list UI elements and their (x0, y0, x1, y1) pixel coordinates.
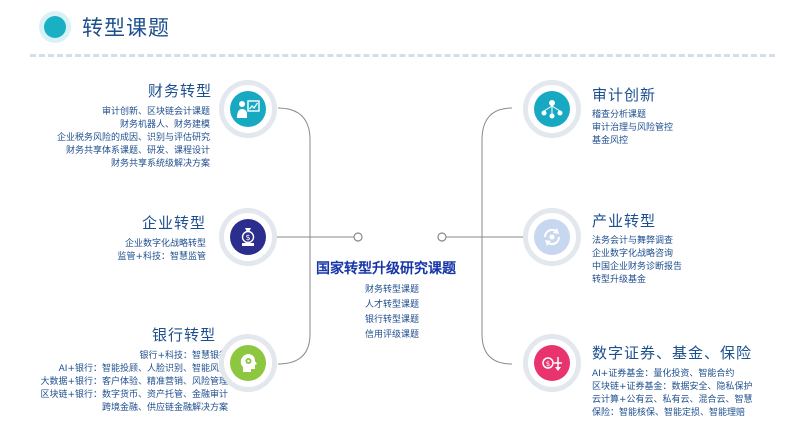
topic-line: 审计创新、区块链会计课题 (101, 107, 210, 117)
center-topic: 财务转型课题 (365, 285, 420, 295)
topic-line: 基金风控 (592, 136, 629, 146)
center-title: 国家转型升级研究课题 (316, 261, 456, 277)
topic-line: 转型升级基金 (592, 275, 647, 285)
money-bag-icon: $ (230, 219, 266, 255)
connector-node-left (353, 232, 363, 242)
topic-line: 财务共享体系课题、研发、课程设计 (65, 146, 210, 156)
bank-transformation-list: 银行+科技：智慧银行 AI+银行：智能投顾、人脸识别、智能风控 大数据+银行：客… (40, 350, 228, 415)
people-network-icon (534, 91, 570, 127)
topic-line: 财务机器人、财务建模 (119, 120, 210, 130)
cycle-arrows-icon (534, 219, 570, 255)
coin-scale-icon: $ (534, 345, 570, 381)
svg-text:$: $ (546, 360, 550, 368)
presenter-chart-icon (230, 91, 266, 127)
topic-line: 财务共享系统级解决方案 (110, 159, 210, 169)
topic-line: 企业税务风险的成因、识别与评估研究 (56, 133, 210, 143)
securities-fund-insurance-badge: $ (523, 334, 581, 392)
center-topic: 人才转型课题 (365, 300, 420, 310)
topic-line: 稽查分析课题 (592, 110, 647, 120)
finance-transformation-heading: 财务转型 (147, 82, 212, 100)
topic-line: 跨境金融、供应链金融解决方案 (101, 403, 228, 413)
enterprise-transformation-heading: 企业转型 (141, 214, 206, 232)
topic-line: 大数据+银行：客户体验、精准营销、风险管理 (40, 377, 228, 387)
svg-text:$: $ (245, 233, 250, 242)
bank-transformation-badge (219, 334, 277, 392)
center-topic: 信用评级课题 (365, 330, 420, 340)
audit-innovation-list: 稽查分析课题 审计治理与风险管控 基金风控 (592, 109, 673, 148)
topic-line: 银行+科技：智慧银行 (139, 351, 228, 361)
bank-transformation-heading: 银行转型 (151, 326, 216, 344)
topic-line: 中国企业财务诊断报告 (592, 262, 683, 272)
connector-right (481, 107, 513, 365)
audit-innovation-badge (523, 80, 581, 138)
connector-node-right (437, 232, 447, 242)
finance-transformation-badge (219, 80, 277, 138)
topic-line: 云计算+公有云、私有云、混合云、智慧 (592, 395, 753, 405)
head-gear-icon (230, 345, 266, 381)
industry-transformation-badge (523, 208, 581, 266)
topic-line: 区块链+证券基金：数据安全、隐私保护 (592, 382, 753, 392)
industry-transformation-list: 法务会计与舞弊调查 企业数字化战略咨询 中国企业财务诊断报告 转型升级基金 (592, 235, 682, 287)
enterprise-transformation-list: 企业数字化战略转型 监管+科技：智慧监管 (117, 238, 206, 264)
industry-transformation-heading: 产业转型 (592, 212, 657, 230)
topic-line: 企业数字化战略咨询 (592, 249, 674, 259)
audit-innovation-heading: 审计创新 (592, 86, 657, 104)
topic-line: 监管+科技：智慧监管 (117, 252, 206, 262)
title-divider (30, 54, 775, 57)
topic-line: 法务会计与舞弊调查 (592, 236, 674, 246)
topic-line: 区块链+银行：数字货币、资产托管、金融审计 (40, 390, 228, 400)
center-topic-list: 财务转型课题 人才转型课题 银行转型课题 信用评级课题 (365, 283, 419, 343)
topic-line: 企业数字化战略转型 (124, 239, 206, 249)
topic-line: AI+银行：智能投顾、人脸识别、智能风控 (58, 364, 228, 374)
title-bullet-dot (44, 16, 66, 38)
topic-line: 审计治理与风险管控 (592, 123, 674, 133)
finance-transformation-list: 审计创新、区块链会计课题 财务机器人、财务建模 企业税务风险的成因、识别与评估研… (57, 106, 210, 171)
securities-fund-insurance-heading: 数字证券、基金、保险 (592, 344, 753, 362)
topic-line: AI+证券基金：量化投资、智能合约 (592, 369, 735, 379)
topic-line: 保险：智能核保、智能定损、智能理赔 (592, 408, 746, 418)
securities-fund-insurance-list: AI+证券基金：量化投资、智能合约 区块链+证券基金：数据安全、隐私保护 云计算… (592, 368, 753, 420)
center-topic: 银行转型课题 (365, 315, 420, 325)
enterprise-transformation-badge: $ (219, 208, 277, 266)
page-title: 转型课题 (82, 16, 170, 40)
connector-left (277, 107, 311, 365)
